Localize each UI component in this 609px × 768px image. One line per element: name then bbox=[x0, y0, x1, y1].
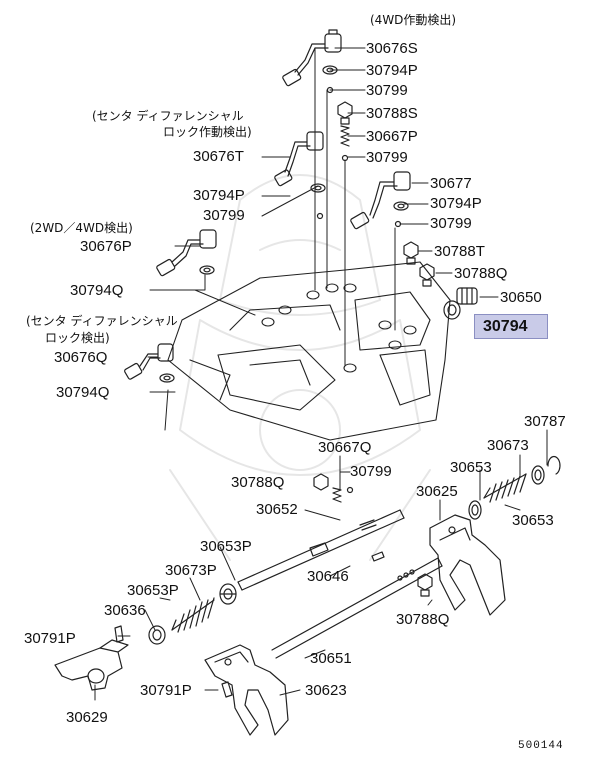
label-30636[interactable]: 30636 bbox=[104, 602, 146, 619]
spring-30673P bbox=[171, 597, 215, 633]
label-30799-a[interactable]: 30799 bbox=[366, 82, 408, 99]
label-30653-b[interactable]: 30653 bbox=[512, 512, 554, 529]
note-center-diff-lock-line2: ロック作動検出) bbox=[163, 125, 252, 139]
label-30676P[interactable]: 30676P bbox=[80, 238, 132, 255]
label-30623[interactable]: 30623 bbox=[305, 682, 347, 699]
label-30799-d[interactable]: 30799 bbox=[430, 215, 472, 232]
label-30667P[interactable]: 30667P bbox=[366, 128, 418, 145]
label-30794P-b[interactable]: 30794P bbox=[193, 187, 245, 204]
plug-30788Q-low bbox=[417, 573, 433, 597]
label-30653P-b[interactable]: 30653P bbox=[127, 582, 179, 599]
spring-30667P bbox=[340, 125, 350, 147]
label-30788Q-a[interactable]: 30788Q bbox=[454, 265, 508, 282]
label-30791P-a[interactable]: 30791P bbox=[24, 630, 76, 647]
label-30651[interactable]: 30651 bbox=[310, 650, 352, 667]
label-30629[interactable]: 30629 bbox=[66, 709, 108, 726]
note-center-diff-lock2-line1: (センタ ディファレンシャル bbox=[26, 314, 178, 328]
sensor-30676P bbox=[156, 229, 217, 277]
label-30676S[interactable]: 30676S bbox=[366, 40, 418, 57]
bracket-30629 bbox=[54, 639, 129, 691]
collar-30636 bbox=[148, 625, 166, 645]
label-30799-b[interactable]: 30799 bbox=[366, 149, 408, 166]
label-30788Q-b[interactable]: 30788Q bbox=[231, 474, 285, 491]
label-30791P-b[interactable]: 30791P bbox=[140, 682, 192, 699]
plug-30788S bbox=[337, 101, 353, 125]
label-30676Q[interactable]: 30676Q bbox=[54, 349, 108, 366]
plug-30788Q-mid bbox=[313, 473, 329, 491]
label-30787[interactable]: 30787 bbox=[524, 413, 566, 430]
plug-30788Q-top bbox=[419, 263, 435, 287]
label-30676T[interactable]: 30676T bbox=[193, 148, 244, 165]
collar-30653P bbox=[219, 583, 237, 605]
spring-30673 bbox=[483, 473, 527, 503]
fork-30625 bbox=[429, 514, 506, 616]
sensor-30676S bbox=[282, 29, 342, 87]
switch-30650 bbox=[456, 287, 478, 305]
note-center-diff-lock-line1: (センタ ディファレンシャル bbox=[92, 109, 244, 123]
note-2wd-4wd-detect: (2WD／4WD検出) bbox=[30, 221, 133, 235]
note-center-diff-lock2-line2: ロック検出) bbox=[45, 331, 110, 345]
leader-lines bbox=[94, 47, 548, 701]
watermark-emblem bbox=[169, 174, 431, 561]
transfer-case-housing bbox=[167, 261, 451, 441]
snap-ring-30787 bbox=[547, 455, 561, 475]
label-30653P-a[interactable]: 30653P bbox=[200, 538, 252, 555]
washers bbox=[159, 65, 461, 494]
pin-30646 bbox=[371, 551, 385, 562]
label-30794-highlighted[interactable]: 30794 bbox=[474, 314, 548, 339]
label-30653-a[interactable]: 30653 bbox=[450, 459, 492, 476]
label-30646[interactable]: 30646 bbox=[307, 568, 349, 585]
label-30667Q[interactable]: 30667Q bbox=[318, 439, 372, 456]
label-30794Q-b[interactable]: 30794Q bbox=[56, 384, 110, 401]
label-30794P-a[interactable]: 30794P bbox=[366, 62, 418, 79]
label-30788S[interactable]: 30788S bbox=[366, 105, 418, 122]
label-30794P-c[interactable]: 30794P bbox=[430, 195, 482, 212]
label-30677[interactable]: 30677 bbox=[430, 175, 472, 192]
pins-30791P bbox=[114, 625, 233, 698]
note-4wd-detect: (4WD作動検出) bbox=[370, 13, 457, 27]
collar-30653-upper bbox=[468, 465, 545, 520]
label-30673P[interactable]: 30673P bbox=[165, 562, 217, 579]
label-30673-a[interactable]: 30673 bbox=[487, 437, 529, 454]
label-30799-c[interactable]: 30799 bbox=[203, 207, 245, 224]
sensor-30676T bbox=[274, 131, 324, 187]
label-30652[interactable]: 30652 bbox=[256, 501, 298, 518]
label-30794Q-a[interactable]: 30794Q bbox=[70, 282, 124, 299]
diagram-code: 500144 bbox=[518, 740, 564, 752]
label-30625[interactable]: 30625 bbox=[416, 483, 458, 500]
spring-30667Q bbox=[332, 487, 342, 503]
label-30788T[interactable]: 30788T bbox=[434, 243, 485, 260]
sensor-30677 bbox=[350, 171, 411, 230]
label-30799-e[interactable]: 30799 bbox=[350, 463, 392, 480]
shift-rail-30652 bbox=[237, 509, 405, 591]
label-30788Q-c[interactable]: 30788Q bbox=[396, 611, 450, 628]
sensor-30676Q bbox=[124, 343, 174, 380]
plug-30788T bbox=[403, 241, 419, 265]
shift-rail-30651 bbox=[271, 557, 443, 659]
fork-30623 bbox=[204, 644, 289, 736]
label-30650[interactable]: 30650 bbox=[500, 289, 542, 306]
